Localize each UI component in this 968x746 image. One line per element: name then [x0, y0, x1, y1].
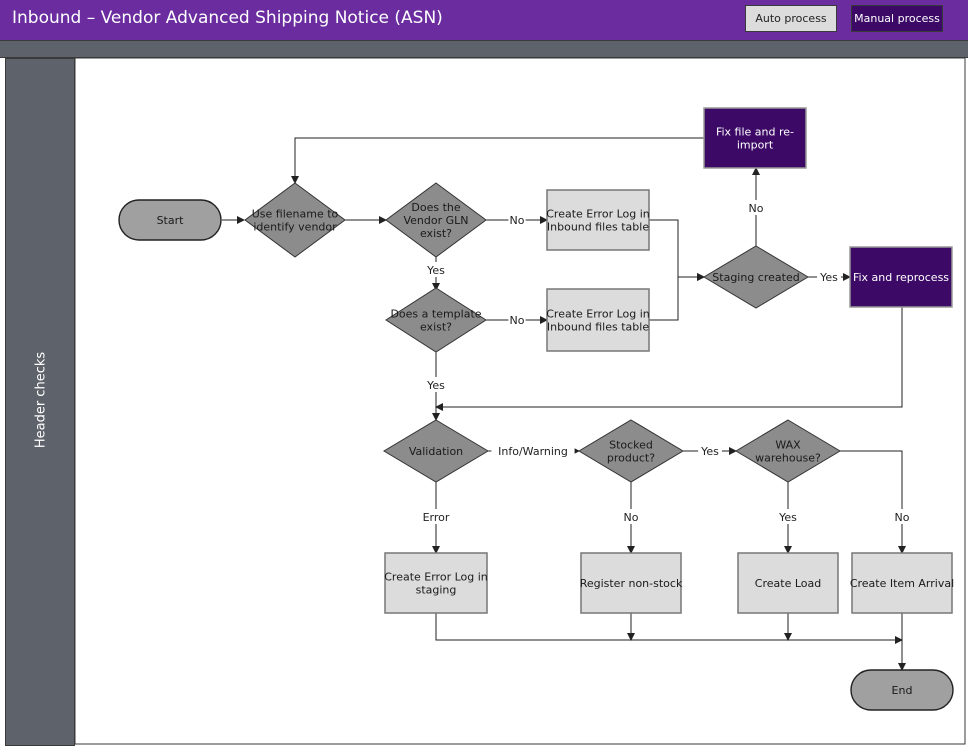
edge-label-validation-info: Info/Warning	[498, 445, 568, 458]
edge-label-gln-yes: Yes	[426, 264, 445, 277]
node-label: End	[892, 684, 913, 697]
edge-label-background	[508, 212, 526, 227]
decision-shape	[385, 182, 487, 258]
edge-label-background	[491, 443, 575, 458]
decision-shape	[244, 182, 346, 258]
edge-label-background	[622, 509, 640, 524]
edge-label-wax-yes: Yes	[778, 511, 797, 524]
decision-shape	[703, 245, 809, 309]
edge-label-background	[424, 377, 448, 392]
edge-label-wax-no: No	[895, 511, 910, 524]
auto-process-shape	[580, 552, 682, 614]
edge-label-background	[893, 509, 911, 524]
connector-arrow	[649, 273, 705, 321]
manual-process-shape	[703, 107, 807, 169]
edge-label-gln-no: No	[510, 214, 525, 227]
edge-label-background	[817, 269, 841, 284]
edge-label-stocked-no: No	[624, 511, 639, 524]
node-label: Staging created	[712, 271, 799, 284]
node-validation: Validation	[383, 419, 489, 483]
swimlane-body	[74, 57, 966, 745]
node-create-item-arrival: Create Item Arrival	[850, 552, 954, 614]
node-label: Fix and reprocess	[853, 271, 949, 284]
title-bar: Inbound – Vendor Advanced Shipping Notic…	[0, 0, 968, 40]
terminal-shape	[118, 199, 222, 241]
node-label: Create Load	[755, 577, 821, 590]
edge-label-validation-error: Error	[423, 511, 450, 524]
node-label: Fix file and re-import	[716, 126, 794, 152]
auto-process-shape	[546, 189, 650, 251]
terminal-shape	[850, 669, 954, 711]
node-fix-reprocess: Fix and reprocess	[849, 246, 953, 308]
decision-shape	[385, 287, 487, 353]
decision-shape	[578, 419, 684, 483]
edge-label-staging-no: No	[749, 202, 764, 215]
edge-label-background	[424, 262, 448, 277]
auto-process-shape	[384, 552, 488, 614]
legend-auto-process: Auto process	[745, 5, 837, 32]
edge-label-background	[747, 200, 765, 215]
edge-label-background	[417, 509, 455, 524]
node-register-nonstock: Register non-stock	[580, 552, 683, 614]
node-label: Register non-stock	[580, 577, 683, 590]
auto-process-shape	[546, 288, 650, 352]
node-staging-created: Staging created	[703, 245, 809, 309]
legend-manual-process: Manual process	[851, 5, 943, 32]
manual-process-shape	[849, 246, 953, 308]
decision-shape	[735, 419, 841, 483]
auto-process-shape	[737, 552, 839, 614]
node-fix-reimport: Fix file and re-import	[703, 107, 807, 169]
edge-label-background	[776, 509, 800, 524]
edge-label-stocked-yes: Yes	[700, 445, 719, 458]
node-label: Validation	[409, 445, 463, 458]
edge-label-background	[508, 312, 526, 327]
edge-label-background	[698, 443, 722, 458]
connector-arrow	[291, 137, 704, 184]
auto-process-shape	[851, 552, 953, 614]
edge-label-template-no: No	[510, 314, 525, 327]
edge-label-staging-yes: Yes	[819, 271, 838, 284]
node-create-load: Create Load	[737, 552, 839, 614]
decision-shape	[383, 419, 489, 483]
connector-arrow	[435, 613, 903, 644]
node-end: End	[850, 669, 954, 711]
page-title: Inbound – Vendor Advanced Shipping Notic…	[12, 8, 443, 28]
edge-label-template-yes: Yes	[426, 379, 445, 392]
node-start: Start	[118, 199, 222, 241]
node-label: Create Item Arrival	[850, 577, 954, 590]
connector-arrow	[435, 307, 903, 411]
node-label: Start	[157, 214, 185, 227]
